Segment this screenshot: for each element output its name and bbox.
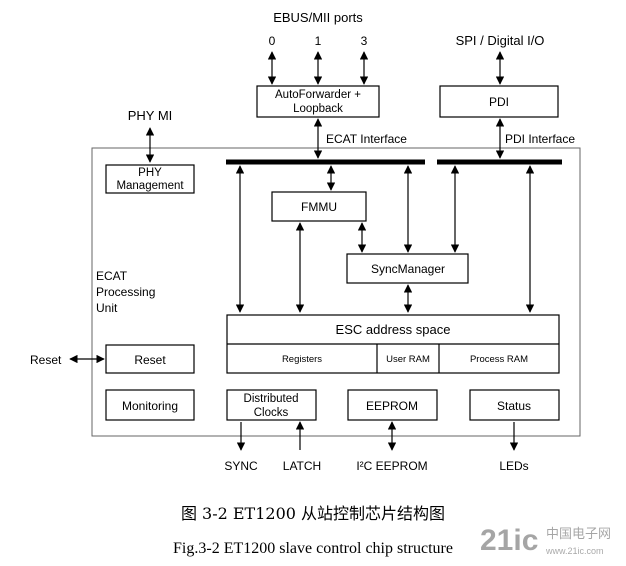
phy-management-line1: PHY [138,167,162,179]
external-reset-label: Reset [30,353,62,367]
phy-management-box [105,164,195,194]
syncmanager-label: SyncManager [371,262,445,276]
watermark-main: 21ic [480,524,538,557]
watermark-url: www.21ic.com [545,546,604,556]
monitoring-box [105,389,195,421]
processing-unit-frame [91,147,581,437]
status-label: Status [497,399,531,413]
process-ram-label: Process RAM [470,354,528,365]
distributed-clocks-line1: Distributed [244,393,299,405]
reset-label: Reset [134,353,166,367]
autoforwarder-box [256,85,380,118]
fmmu-label: FMMU [301,200,337,214]
caption-chinese: 图 3-2 ET1200 从站控制芯片结构图 [180,504,446,523]
watermark-logo: 21ic 中国电子网 www.21ic.com [480,524,611,557]
distributed-clocks-box [226,389,317,421]
latch-label: LATCH [283,459,321,473]
monitoring-label: Monitoring [122,399,178,413]
registers-label: Registers [282,354,322,365]
spi-digital-io-label: SPI / Digital I/O [456,33,545,48]
port-1-label: 1 [315,34,322,48]
syncmanager-box [346,253,469,284]
phy-management-line2: Management [116,180,184,192]
esc-address-space-label: ESC address space [336,322,451,337]
reset-box [105,344,195,374]
pdi-box [439,85,559,118]
pdi-label: PDI [489,95,509,109]
processing-unit-line2: Processing [96,285,155,299]
sync-label: SYNC [224,459,258,473]
port-0-label: 0 [269,34,276,48]
pdi-interface-label: PDI Interface [505,132,575,146]
user-ram-label: User RAM [386,354,430,365]
eeprom-box [347,389,438,421]
ecat-interface-label: ECAT Interface [326,132,407,146]
autoforwarder-line2: Loopback [293,103,343,115]
autoforwarder-line1: AutoForwarder + [275,89,361,101]
distributed-clocks-line2: Clocks [254,407,289,419]
port-3-label: 3 [361,34,368,48]
eeprom-label: EEPROM [366,399,418,413]
processing-unit-line3: Unit [96,301,118,315]
fmmu-box [271,191,367,222]
i2c-eeprom-label: I²C EEPROM [356,459,427,473]
watermark-sub: 中国电子网 [546,527,611,542]
leds-label: LEDs [499,459,528,473]
processing-unit-line1: ECAT [96,269,128,283]
ebus-mii-ports-label: EBUS/MII ports [273,10,363,25]
status-box [469,389,560,421]
caption-english: Fig.3-2 ET1200 slave control chip struct… [173,540,453,557]
et1200-block-diagram: EBUS/MII ports 0 1 3 SPI / Digital I/O P… [30,10,581,473]
phy-mi-label: PHY MI [128,108,173,123]
